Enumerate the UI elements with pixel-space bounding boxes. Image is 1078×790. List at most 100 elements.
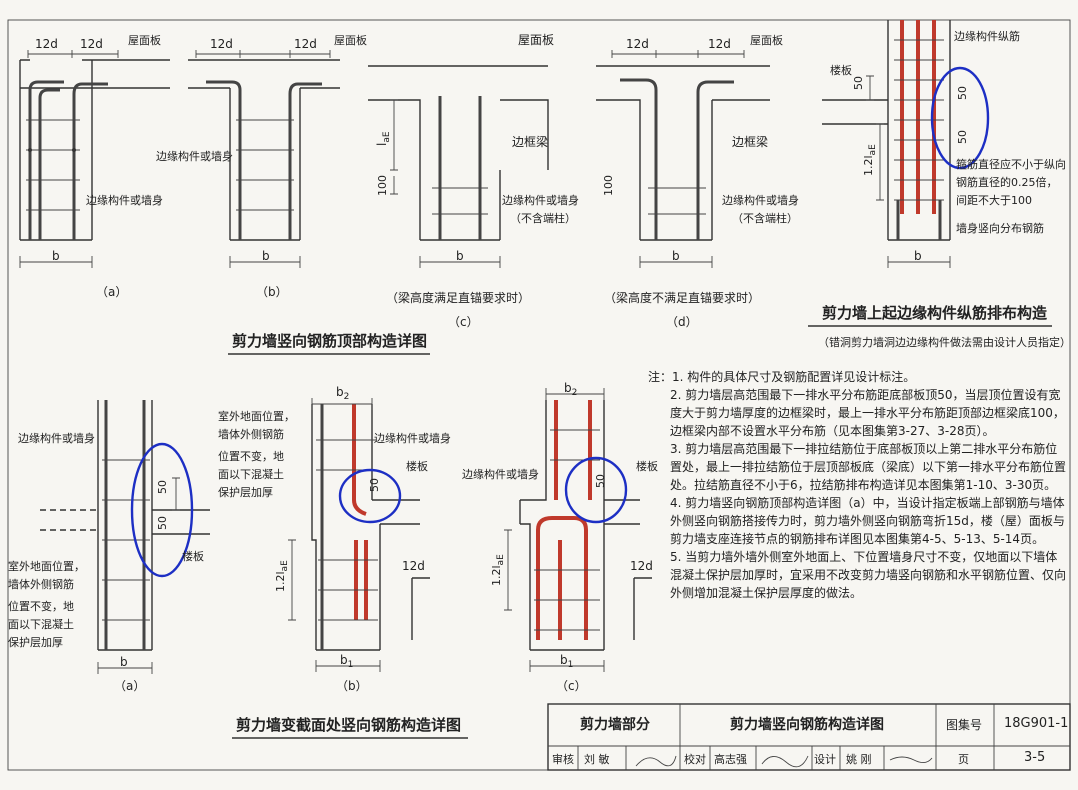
dim-50: 50 bbox=[156, 516, 169, 530]
note-outdoor: 室外地面位置， bbox=[8, 559, 85, 573]
title-edge-member: 剪力墙上起边缘构件纵筋排布构造 bbox=[822, 304, 1047, 322]
detail-section-c: 边缘构件或墙身 楼板 50 1.2laE 12d b2 b1 （c） bbox=[462, 381, 658, 693]
tb-checker: 高志强 bbox=[714, 753, 747, 766]
dim-1-2lae: 1.2laE bbox=[862, 144, 878, 176]
dim-12d: 12d bbox=[626, 37, 649, 51]
dim-100: 100 bbox=[602, 175, 615, 196]
tb-review: 审核 bbox=[552, 753, 574, 766]
label-edge-beam: 边框梁 bbox=[512, 134, 548, 149]
highlight-circle bbox=[564, 456, 628, 524]
caption-c: （c） bbox=[556, 679, 587, 693]
note-outdoor: 墙体外侧钢筋 bbox=[8, 577, 74, 591]
detail-section-a: 边缘构件或墙身 50 50 楼板 室外地面位置， 墙体外侧钢筋 位置不变，地 面… bbox=[8, 400, 210, 693]
detail-section-b: 室外地面位置， 墙体外侧钢筋 位置不变，地 面以下混凝土 保护层加厚 边缘构件或… bbox=[218, 385, 451, 693]
label-edge-member: 边缘构件或墙身 bbox=[502, 193, 579, 207]
dim-b: b bbox=[456, 249, 464, 263]
label-edge-member: 边缘构件或墙身 bbox=[156, 149, 233, 163]
note-outdoor: 位置不变，地 bbox=[8, 599, 74, 613]
note-outdoor: 位置不变，地 bbox=[218, 449, 284, 463]
note-stirrup-1: 箍筋直径应不小于纵向 bbox=[956, 157, 1066, 171]
tb-page-no: 3-5 bbox=[1024, 750, 1046, 765]
dim-50: 50 bbox=[956, 86, 969, 100]
dim-50: 50 bbox=[368, 478, 381, 492]
detail-edge-member: 边缘构件纵筋 楼板 50 50 50 1.2laE 箍筋直径应不小于纵向 钢筋直… bbox=[822, 20, 1066, 268]
dim-50: 50 bbox=[156, 480, 169, 494]
note-outdoor: 保护层加厚 bbox=[8, 635, 63, 649]
tb-atlas-no: 18G901-1 bbox=[1004, 716, 1069, 731]
highlight-circle bbox=[930, 66, 990, 170]
tb-check: 校对 bbox=[684, 753, 706, 766]
caption-b: （b） bbox=[256, 285, 288, 299]
label-wall-vertical-bar: 墙身竖向分布钢筋 bbox=[956, 221, 1044, 235]
dim-b: b bbox=[52, 249, 60, 263]
label-slab: 楼板 bbox=[830, 63, 852, 77]
dim-12d: 12d bbox=[35, 37, 58, 51]
detail-top-d: 12d 12d 屋面板 边框梁 边缘构件或墙身 （不含端柱） 100 b （梁高… bbox=[596, 33, 799, 329]
dim-b1: b1 bbox=[560, 653, 573, 670]
caption-c: （c） bbox=[448, 315, 479, 329]
label-no-end-column: （不含端柱） bbox=[510, 211, 576, 225]
dim-50: 50 bbox=[956, 130, 969, 144]
label-edge-beam: 边框梁 bbox=[732, 134, 768, 149]
title-block bbox=[547, 703, 1071, 771]
dim-b1: b1 bbox=[340, 653, 353, 670]
tb-page-label: 页 bbox=[958, 753, 969, 766]
title-section-change: 剪力墙变截面处竖向钢筋构造详图 bbox=[236, 716, 461, 734]
dim-12d: 12d bbox=[708, 37, 731, 51]
dim-50: 50 bbox=[594, 474, 607, 488]
dim-12d: 12d bbox=[630, 559, 653, 573]
dim-12d: 12d bbox=[210, 37, 233, 51]
note-outdoor: 室外地面位置， bbox=[218, 409, 295, 423]
notes-block: 注：1. 构件的具体尺寸及钢筋配置详见设计标注。 2. 剪力墙层高范围最下一排水… bbox=[648, 368, 1068, 602]
tb-drawing-title: 剪力墙竖向钢筋构造详图 bbox=[730, 717, 884, 733]
label-no-end-column: （不含端柱） bbox=[732, 211, 798, 225]
label-slab: 楼板 bbox=[406, 459, 428, 473]
caption-d: （d） bbox=[666, 315, 698, 329]
note-1: 注：1. 构件的具体尺寸及钢筋配置详见设计标注。 bbox=[648, 370, 916, 384]
label-edge-member: 边缘构件或墙身 bbox=[86, 193, 163, 207]
note-outdoor: 保护层加厚 bbox=[218, 485, 273, 499]
label-edge-member: 边缘构件或墙身 bbox=[18, 431, 95, 445]
label-slab: 楼板 bbox=[636, 459, 658, 473]
note-3: 3. 剪力墙层高范围最下一排拉结筋位于底部板顶以上第二排水平分布筋位置处，最上一… bbox=[670, 442, 1067, 492]
detail-top-c: 屋面板 边框梁 边缘构件或墙身 （不含端柱） laE 100 b （梁高度满足直… bbox=[368, 33, 579, 329]
tb-designer: 姚 刚 bbox=[846, 753, 872, 766]
tb-atlas-label: 图集号 bbox=[946, 718, 983, 732]
label-roof-slab: 屋面板 bbox=[518, 33, 554, 47]
caption-a: （a） bbox=[114, 679, 145, 693]
dim-b: b bbox=[672, 249, 680, 263]
caption-a: （a） bbox=[96, 285, 127, 299]
label-edge-long-bar: 边缘构件纵筋 bbox=[954, 29, 1020, 43]
dim-12d: 12d bbox=[80, 37, 103, 51]
tb-part: 剪力墙部分 bbox=[580, 717, 650, 733]
note-stirrup-2: 钢筋直径的0.25倍， bbox=[956, 175, 1058, 189]
sheet-frame bbox=[7, 19, 1071, 771]
title-top-details: 剪力墙竖向钢筋顶部构造详图 bbox=[232, 332, 427, 350]
note-outdoor: 墙体外侧钢筋 bbox=[218, 427, 284, 441]
note-4: 4. 剪力墙竖向钢筋顶部构造详图（a）中，当设计指定板端上部钢筋与墙体外侧竖向钢… bbox=[670, 496, 1065, 546]
highlight-circle bbox=[338, 468, 402, 524]
dim-lae: laE bbox=[375, 131, 392, 146]
dim-50: 50 bbox=[852, 76, 865, 90]
detail-top-b: 12d 12d 屋面板 边缘构件或墙身 b （b） bbox=[156, 33, 367, 299]
label-edge-member: 边缘构件或墙身 bbox=[374, 431, 451, 445]
note-2: 2. 剪力墙层高范围最下一排水平分布筋距底部板顶50，当层顶位置设有宽度大于剪力… bbox=[670, 388, 1065, 438]
dim-b2: b2 bbox=[564, 381, 577, 398]
dim-1-2lae: 1.2laE bbox=[274, 560, 290, 592]
caption-c-condition: （梁高度满足直锚要求时） bbox=[386, 290, 530, 305]
note-stirrup-3: 间距不大于100 bbox=[956, 193, 1032, 207]
caption-d-condition: （梁高度不满足直锚要求时） bbox=[604, 290, 760, 305]
dim-b: b bbox=[914, 249, 922, 263]
label-roof-slab: 屋面板 bbox=[128, 33, 161, 47]
dim-1-2lae: 1.2laE bbox=[490, 554, 506, 586]
dim-12d: 12d bbox=[402, 559, 425, 573]
detail-top-a: 12d 12d 屋面板 边缘构件或墙身 b （a） bbox=[19, 33, 170, 299]
note-outdoor: 面以下混凝土 bbox=[8, 617, 74, 631]
tb-reviewer: 刘 敏 bbox=[584, 753, 610, 766]
label-slab: 楼板 bbox=[182, 549, 204, 563]
subtitle-edge-member: （错洞剪力墙洞边边缘构件做法需由设计人员指定） bbox=[818, 335, 1071, 349]
note-outdoor: 面以下混凝土 bbox=[218, 467, 284, 481]
highlight-circle bbox=[130, 442, 194, 578]
label-edge-member: 边缘构件或墙身 bbox=[722, 193, 799, 207]
